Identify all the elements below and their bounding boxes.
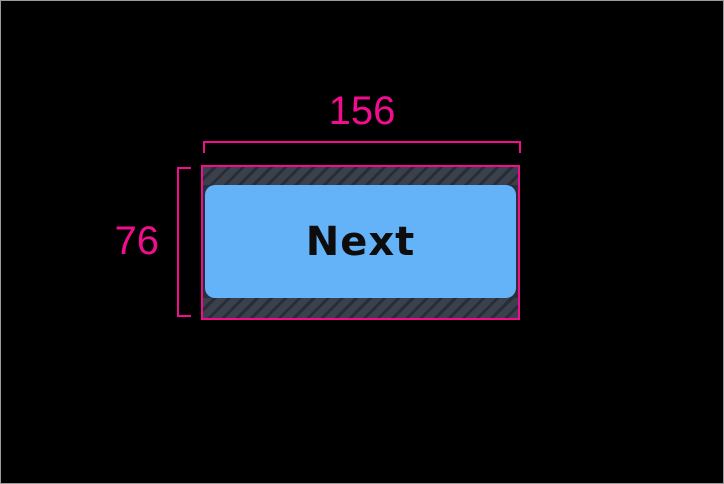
button-row: Next xyxy=(203,185,518,298)
height-dimension-label: 76 xyxy=(114,219,160,263)
width-measure-bracket xyxy=(203,141,521,153)
height-measure-bracket xyxy=(177,167,191,317)
next-button[interactable]: Next xyxy=(205,185,516,298)
width-dimension-label: 156 xyxy=(328,89,396,133)
next-button-label: Next xyxy=(305,218,416,265)
selection-outline: Next xyxy=(201,165,520,320)
touch-padding-hatch-bottom xyxy=(203,298,518,318)
touch-padding-hatch-top xyxy=(203,167,518,185)
